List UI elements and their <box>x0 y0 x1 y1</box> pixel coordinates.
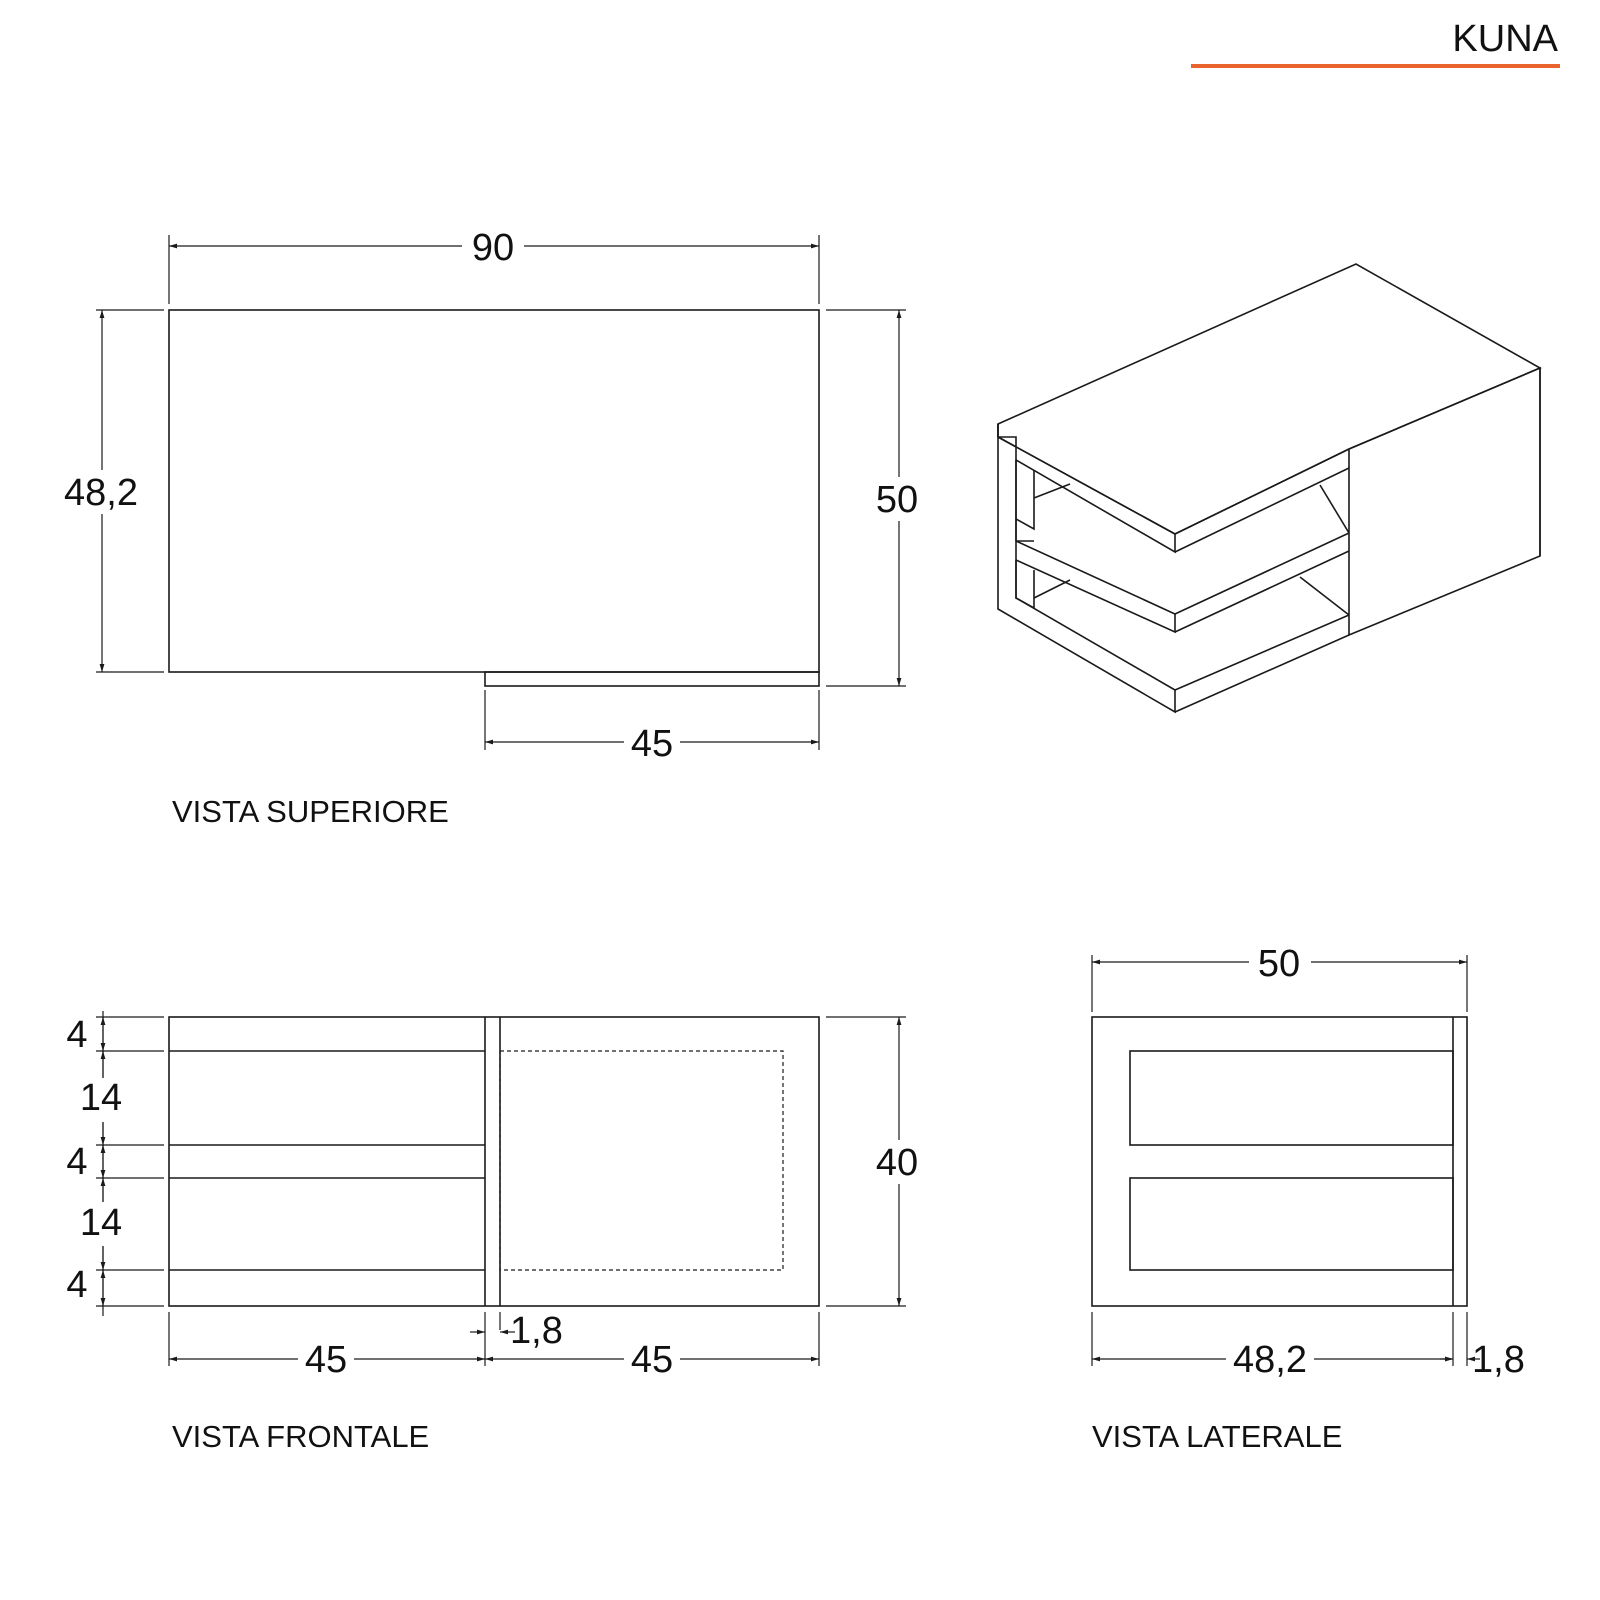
dim-front-left-width: 45 <box>305 1339 347 1381</box>
side-view-upper-opening <box>1129 1050 1454 1146</box>
caption-front-view: VISTA FRONTALE <box>172 1419 429 1454</box>
side-view-body <box>1091 1016 1468 1307</box>
dim-front-height-4: 14 <box>80 1202 122 1244</box>
front-view-body <box>168 1016 820 1307</box>
dim-top-bottom-width: 45 <box>631 723 673 765</box>
dim-front-height-2: 14 <box>80 1077 122 1119</box>
dim-front-panel: 1,8 <box>510 1310 563 1352</box>
dim-top-width: 90 <box>472 227 514 269</box>
isometric-view <box>997 263 1542 714</box>
dim-front-height-3: 4 <box>66 1141 87 1183</box>
brand-title: KUNA <box>1452 18 1558 60</box>
dim-front-height-5: 4 <box>66 1264 87 1306</box>
dim-side-panel: 1,8 <box>1472 1339 1525 1381</box>
caption-top-view: VISTA SUPERIORE <box>172 794 449 829</box>
front-view: 4 14 4 14 4 40 45 45 1,8 VISTA FRONTALE <box>66 1011 932 1454</box>
top-view: 90 48,2 50 45 VISTA SUPERIORE <box>58 222 932 829</box>
dim-front-height-1: 4 <box>66 1014 87 1056</box>
top-view-body <box>168 309 820 673</box>
dim-side-inner-width: 48,2 <box>1233 1339 1307 1381</box>
header: KUNA <box>1191 18 1560 68</box>
top-view-door-strip <box>484 671 820 687</box>
dim-front-right-width: 45 <box>631 1339 673 1381</box>
dim-top-depth-left: 48,2 <box>64 472 138 514</box>
side-view: 50 48,2 1,8 VISTA LATERALE <box>1091 940 1525 1454</box>
dim-front-total-height: 40 <box>876 1142 918 1184</box>
dim-side-width: 50 <box>1258 943 1300 985</box>
front-view-hidden-compartment <box>499 1050 784 1271</box>
caption-side-view: VISTA LATERALE <box>1092 1419 1342 1454</box>
dim-top-depth-right: 50 <box>876 479 918 521</box>
side-view-lower-opening <box>1129 1177 1454 1271</box>
